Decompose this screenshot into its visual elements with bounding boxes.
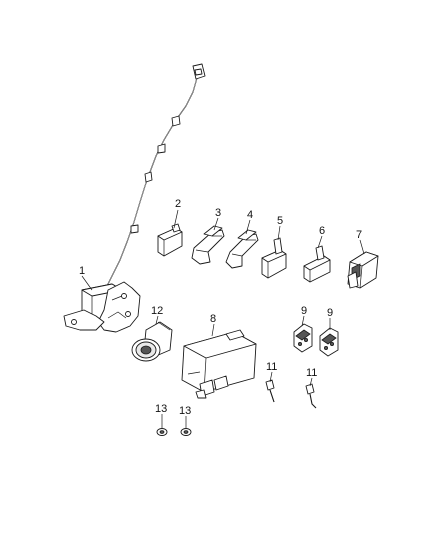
part-3-bracket[interactable] <box>191 225 225 265</box>
callout-2: 2 <box>175 198 181 210</box>
part-11-pigtail-a[interactable] <box>265 379 275 403</box>
callout-11a: 11 <box>266 361 277 373</box>
part-5-sensor[interactable] <box>261 237 287 279</box>
callout-labels: 1 2 3 4 5 6 7 8 9 9 11 11 12 13 13 <box>79 198 362 417</box>
callout-13a: 13 <box>155 403 167 415</box>
part-11-pigtail-b[interactable] <box>305 383 317 409</box>
part-8-control-module[interactable] <box>181 329 257 399</box>
callout-4: 4 <box>247 209 253 221</box>
part-9-key-fob-b[interactable] <box>319 327 339 357</box>
part-9-key-fob-a[interactable] <box>293 323 313 353</box>
part-13-nut-a[interactable] <box>156 428 168 436</box>
callout-5: 5 <box>277 215 283 227</box>
callout-9b: 9 <box>327 307 333 319</box>
part-13-nut-b[interactable] <box>180 428 192 436</box>
part-1-harness-module[interactable] <box>63 63 206 333</box>
callout-9a: 9 <box>301 305 307 317</box>
callout-12: 12 <box>151 305 163 317</box>
callout-1: 1 <box>79 265 85 277</box>
part-4-bracket[interactable] <box>225 229 259 269</box>
callout-3: 3 <box>215 207 221 219</box>
callout-7: 7 <box>356 229 362 241</box>
part-2-sensor[interactable] <box>157 223 183 257</box>
part-7-receiver-module[interactable] <box>347 251 379 289</box>
callout-13b: 13 <box>179 405 191 417</box>
leader-lines <box>81 209 365 428</box>
callout-6: 6 <box>319 225 325 237</box>
part-12-ignition-switch[interactable] <box>131 321 173 362</box>
callout-11b: 11 <box>306 367 317 379</box>
callout-8: 8 <box>210 313 216 325</box>
part-6-sensor[interactable] <box>303 245 331 283</box>
